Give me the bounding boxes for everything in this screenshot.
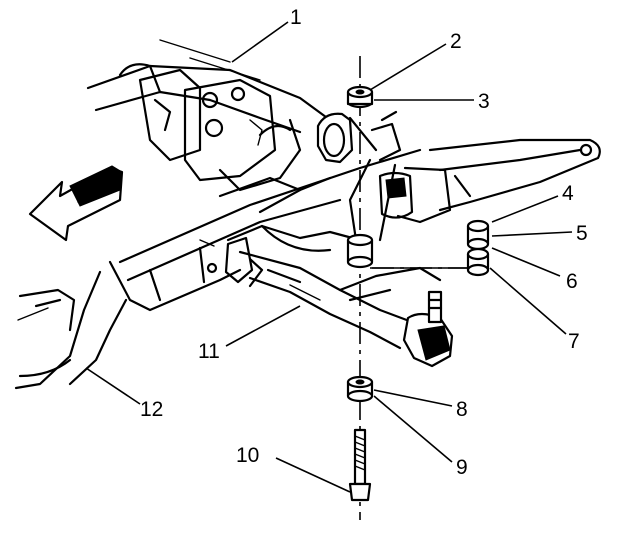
leader-10 [275,457,351,493]
callouts: 1 2 3 4 5 6 7 8 9 10 11 12 [140,6,588,479]
callout-6: 6 [566,270,578,293]
callout-7: 7 [568,330,580,353]
front-direction-arrow [28,165,124,242]
upper-insulator [346,85,374,109]
callout-11: 11 [198,340,220,363]
leader-12 [85,367,141,405]
front-crossmember [118,148,422,282]
right-insulator [466,219,490,277]
callout-10: 10 [236,444,259,467]
lower-frame-rail [14,246,242,390]
lower-control-arm [238,250,442,350]
upper-arm-bushing [316,112,378,164]
frame-bracket [138,68,302,192]
bolt-centerline [359,56,472,520]
callout-8: 8 [456,398,468,421]
lower-crossmember [199,224,362,288]
callout-9: 9 [456,456,468,479]
leader-1 [231,21,289,63]
leader-8 [373,389,453,407]
callout-5: 5 [576,222,588,245]
callout-12: 12 [140,398,163,421]
leader-2 [369,43,447,91]
callout-2: 2 [450,30,462,53]
center-bushing [346,233,374,269]
callout-3: 3 [478,90,490,113]
leader-4 [491,195,559,223]
leader-7 [489,267,567,335]
leader-6 [491,247,561,277]
spring-seat [348,110,414,242]
ball-joint [402,290,454,368]
callout-1: 1 [290,6,302,29]
leader-11 [225,305,301,347]
leader-9 [373,395,453,463]
right-crossmember-arm [396,138,601,224]
bolt [348,428,372,502]
upper-frame-rail [86,39,342,142]
leader-lines [85,21,573,493]
lower-insulator [346,375,374,403]
leader-5 [491,231,573,237]
callout-4: 4 [562,182,574,205]
